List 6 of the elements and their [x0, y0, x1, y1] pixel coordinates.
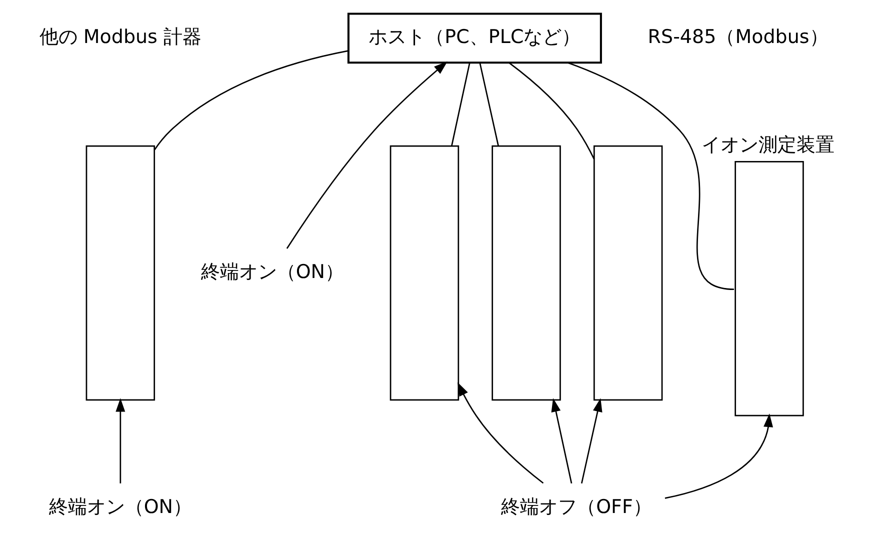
- node-text: 終端オン（ON）: [200, 261, 344, 284]
- label: 他の Modbus 計器: [39, 26, 202, 48]
- node-label: イオン測定装置: [701, 134, 834, 156]
- node-text: 終端オン（ON）: [48, 496, 192, 518]
- label: RS-485（Modbus）: [648, 26, 828, 48]
- node-text: 終端オフ（OFF）: [501, 496, 652, 518]
